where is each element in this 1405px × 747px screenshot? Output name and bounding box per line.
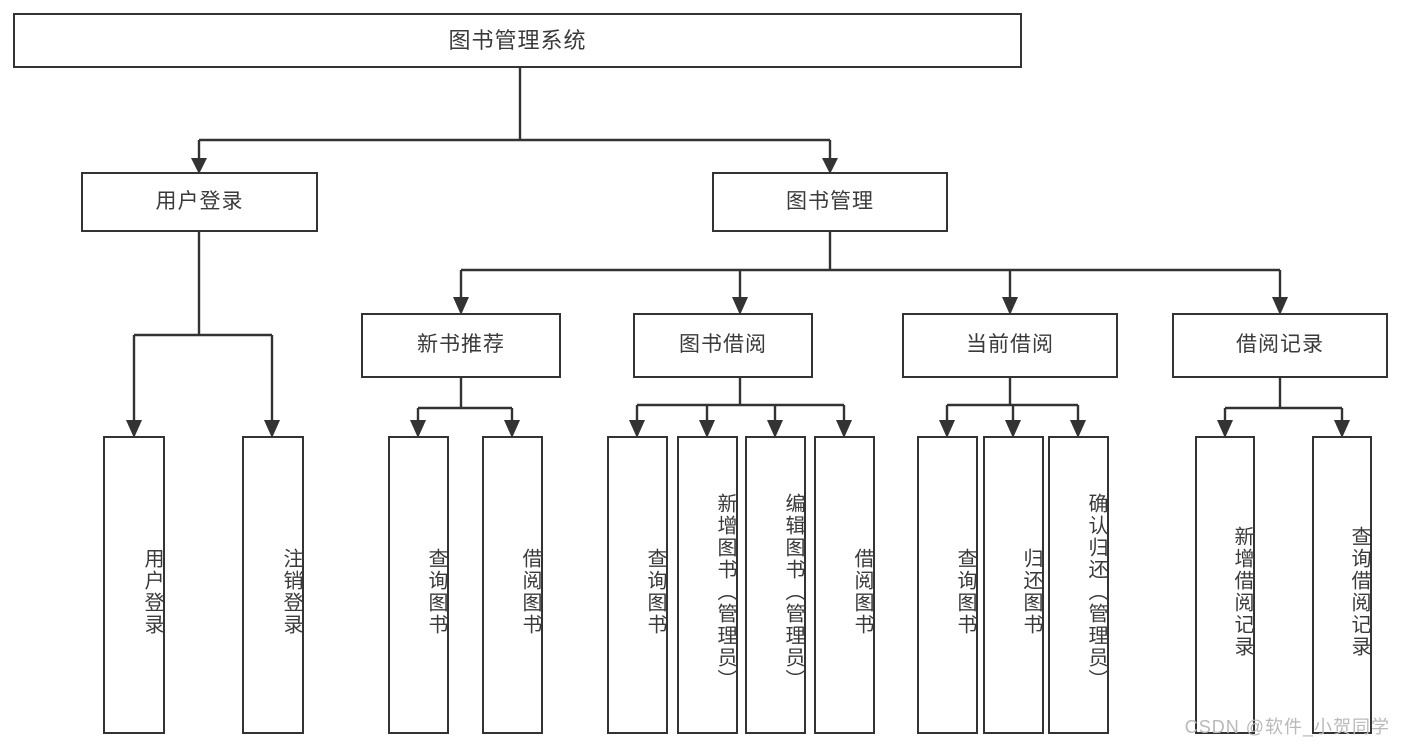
leaf-query-borrow-record[interactable]: 查询借阅记录 (1312, 436, 1372, 734)
node-user-login[interactable]: 用户登录 (81, 172, 318, 232)
leaf-return-book[interactable]: 归还图书 (983, 436, 1044, 734)
leaf-add-borrow-record[interactable]: 新增借阅记录 (1195, 436, 1255, 734)
leaf-query-book-current[interactable]: 查询图书 (917, 436, 978, 734)
node-borrow-record[interactable]: 借阅记录 (1172, 313, 1388, 378)
leaf-query-book-recommend[interactable]: 查询图书 (388, 436, 449, 734)
leaf-logout-login[interactable]: 注销登录 (242, 436, 304, 734)
leaf-user-login[interactable]: 用户登录 (103, 436, 165, 734)
leaf-query-book-borrow[interactable]: 查询图书 (607, 436, 668, 734)
node-new-book-recommend[interactable]: 新书推荐 (361, 313, 561, 378)
leaf-borrow-book[interactable]: 借阅图书 (814, 436, 875, 734)
node-current-borrow[interactable]: 当前借阅 (902, 313, 1118, 378)
node-book-borrow[interactable]: 图书借阅 (633, 313, 813, 378)
node-book-management[interactable]: 图书管理 (712, 172, 948, 232)
leaf-add-book-admin[interactable]: 新增图书（管理员） (677, 436, 738, 734)
leaf-borrow-book-recommend[interactable]: 借阅图书 (482, 436, 543, 734)
leaf-confirm-return-admin[interactable]: 确认归还（管理员） (1048, 436, 1109, 734)
leaf-edit-book-admin[interactable]: 编辑图书（管理员） (745, 436, 806, 734)
node-root-system[interactable]: 图书管理系统 (13, 13, 1022, 68)
